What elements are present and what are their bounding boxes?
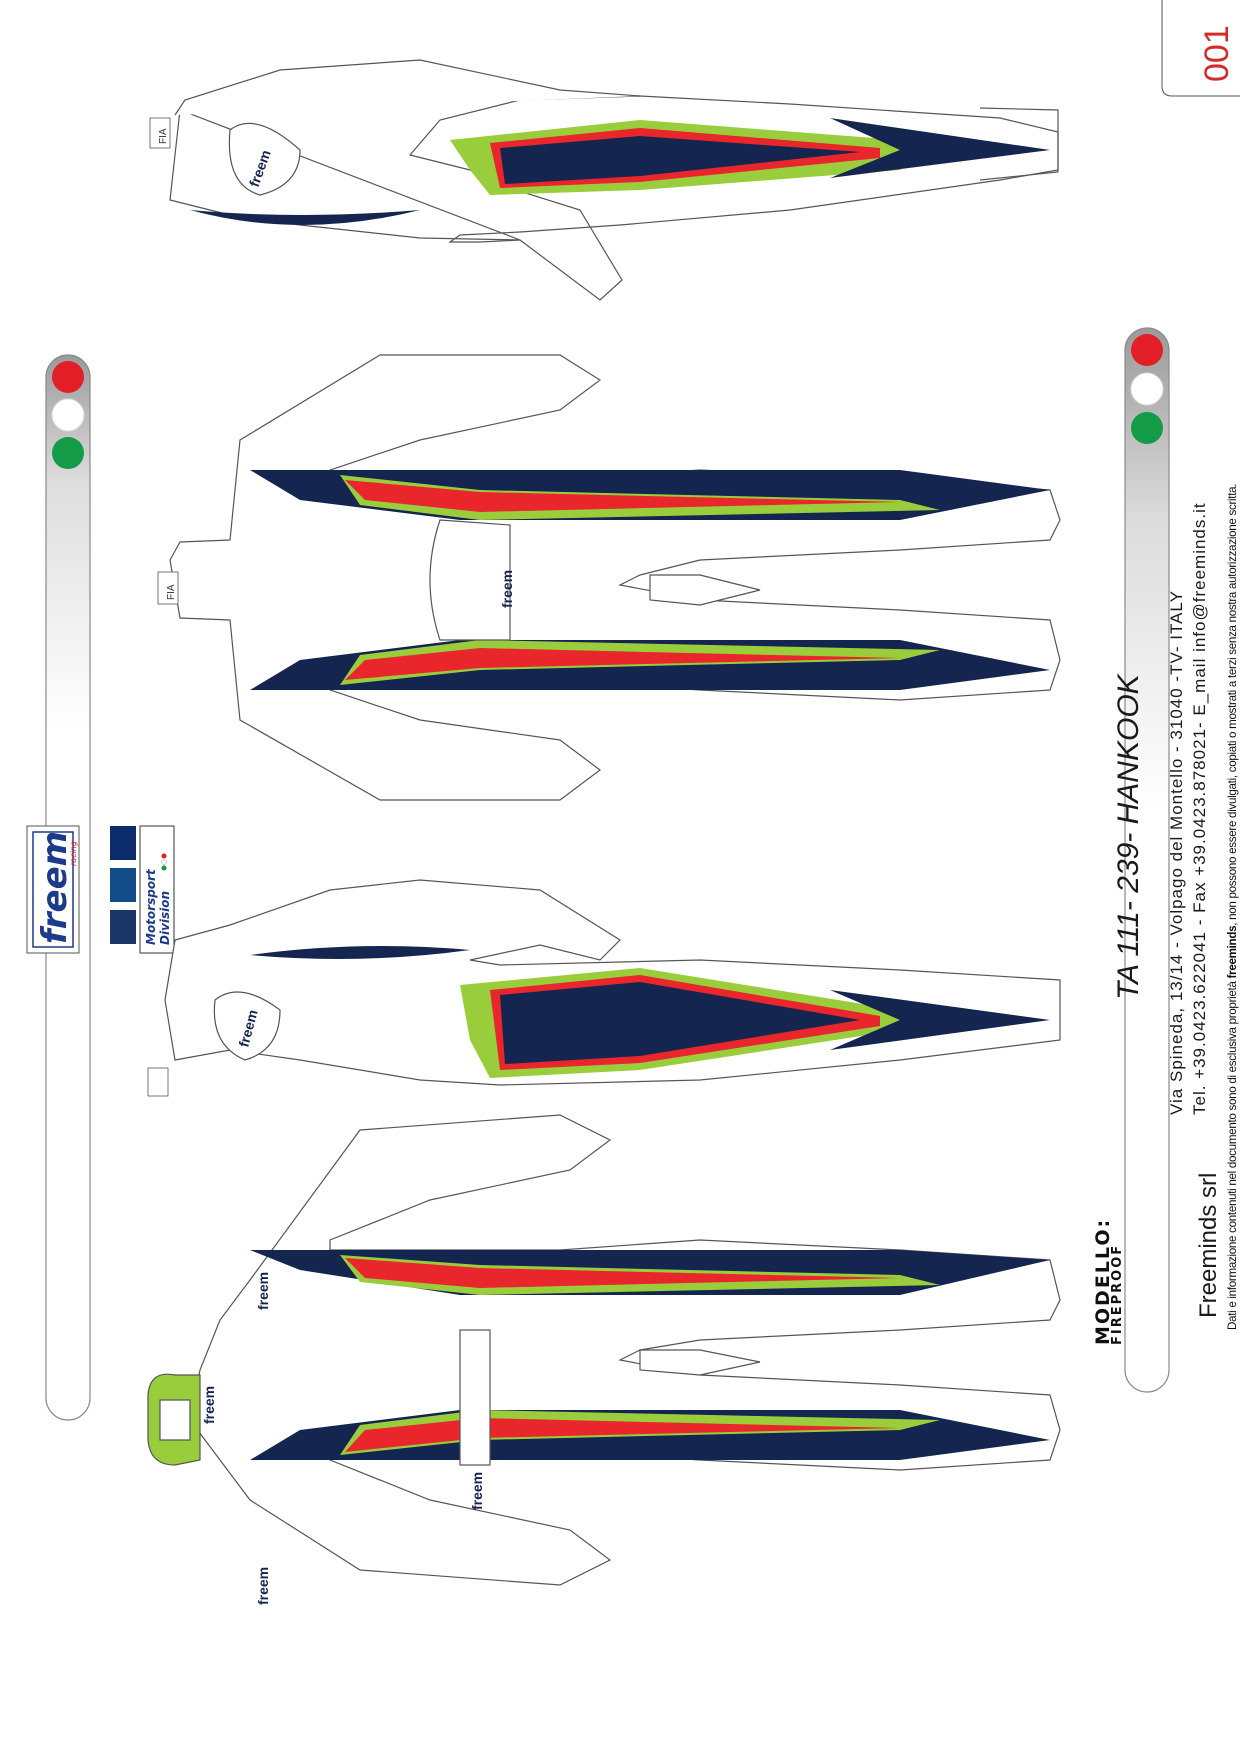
model-title: TA 111- 239- HANKOOK xyxy=(1112,674,1145,1000)
flag-white-dot-icon xyxy=(1130,372,1164,406)
disclaimer-brand: freeminds xyxy=(1226,925,1239,979)
disclaimer-after: , non possono essere divulgati, copiati … xyxy=(1226,483,1239,926)
disclaimer-before: Dati e informazione contenuti nel docume… xyxy=(1226,978,1239,1330)
suit-logo: freem xyxy=(255,1272,271,1310)
company-address: Via Spineda, 13/14 - Volpago del Montell… xyxy=(1167,590,1186,1115)
flag-red-dot-icon xyxy=(52,361,84,393)
suit-logo: freem xyxy=(255,1567,271,1605)
suit-logo: freem xyxy=(469,1472,485,1510)
flag-white-dot-icon xyxy=(51,398,85,432)
flag-red-dot-icon xyxy=(1131,334,1163,366)
division-line1: Motorsport xyxy=(144,868,158,945)
model-sublabel: FIREPROOF xyxy=(1110,1243,1125,1345)
brand-logo-block: freem racing xyxy=(26,825,80,954)
suit-logo: freem xyxy=(499,570,515,608)
disclaimer: Dati e informazione contenuti nel docume… xyxy=(1226,484,1239,1330)
company-name: Freeminds srl xyxy=(1195,1172,1222,1318)
right-flag-bar xyxy=(1124,327,1170,1393)
suit-side-view-mid: freem xyxy=(147,879,1061,1097)
division-line2: Division xyxy=(158,891,172,945)
flag-green-dot-icon xyxy=(1131,412,1163,444)
suit-front-view-mid: FIA freem xyxy=(157,354,1061,801)
suit-logo: freem xyxy=(201,1386,217,1424)
page-code: 001 xyxy=(1198,25,1236,82)
flag-green-dot-icon xyxy=(52,437,84,469)
color-swatches: Motorsport Division xyxy=(110,825,175,954)
fia-text: FIA xyxy=(158,128,169,144)
logo-text: freem xyxy=(35,831,75,944)
suit-side-view-top: FIA freem xyxy=(149,59,1059,301)
page-code-tab xyxy=(1161,0,1240,97)
company-contacts: Tel. +39.0423.622041 - Fax +39.0423.8780… xyxy=(1190,502,1209,1115)
suit-front-view-bottom: freem freem freem freem xyxy=(147,1114,1061,1605)
fia-text: FIA xyxy=(166,584,177,600)
logo-subtext: racing xyxy=(69,841,78,866)
